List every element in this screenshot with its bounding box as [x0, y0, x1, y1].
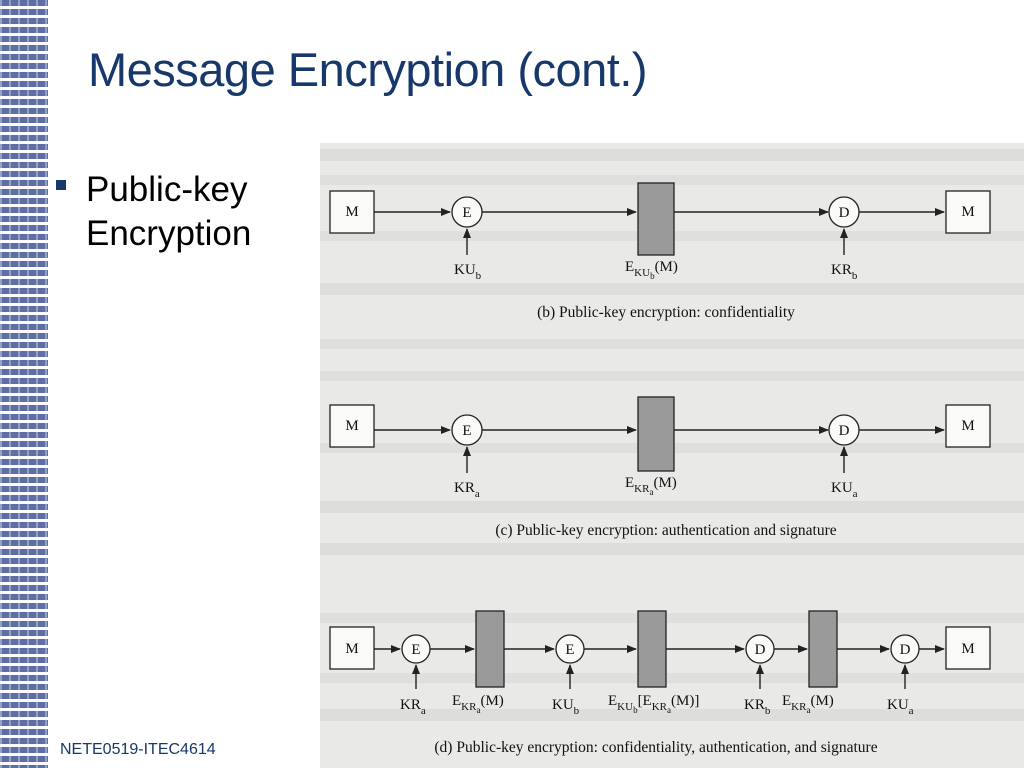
- caption-c: (c) Public-key encryption: authenticatio…: [495, 522, 836, 539]
- message-label: M: [345, 641, 358, 657]
- message-label: M: [345, 418, 358, 434]
- square-bullet-icon: [56, 180, 66, 190]
- ciphertext-block-b: [637, 182, 675, 256]
- ciphertext-block-c: [637, 396, 675, 472]
- encrypt-label: E: [411, 642, 420, 658]
- decrypt-label: D: [755, 642, 766, 658]
- key-label-d1: KRa: [400, 697, 426, 717]
- caption-b: (b) Public-key encryption: confidentiali…: [537, 304, 795, 321]
- caption-d: (d) Public-key encryption: confidentiali…: [434, 739, 877, 756]
- bullet-text: Public-key Encryption: [86, 170, 252, 253]
- message-label: M: [961, 204, 974, 220]
- ciphertext-block-d1: [475, 610, 505, 688]
- public-key-diagram: M E KUb EKUb(M) D KRb M (b) Public-key e…: [320, 143, 1024, 768]
- message-box-c-right: [945, 404, 991, 448]
- decrypt-label: D: [839, 423, 850, 439]
- key-label-d3: KRb: [744, 697, 771, 717]
- key-label-d2: KUb: [552, 697, 580, 717]
- message-label: M: [961, 418, 974, 434]
- key-label-c2: KUa: [831, 480, 858, 500]
- figure-c: M E KRa EKRa(M) D KUa M (c) Public-key e…: [329, 396, 991, 539]
- decrypt-label: D: [900, 642, 911, 658]
- cipher-label-d1: EKRa(M): [452, 693, 504, 715]
- message-label: M: [345, 204, 358, 220]
- encrypt-label: E: [462, 205, 471, 221]
- message-box-b-left: [329, 190, 375, 234]
- key-label-c1: KRa: [454, 480, 480, 500]
- message-label: M: [961, 641, 974, 657]
- encrypt-label: E: [462, 423, 471, 439]
- scanned-figure: M E KUb EKUb(M) D KRb M (b) Public-key e…: [320, 143, 1024, 768]
- ciphertext-block-d2: [637, 610, 667, 688]
- decorative-side-stripe: [0, 0, 48, 768]
- cipher-label-d3: EKRa(M): [782, 693, 834, 715]
- cipher-label-b: EKUb(M): [625, 259, 678, 281]
- key-label-b1: KUb: [454, 262, 482, 282]
- slide-footer: NETE0519-ITEC4614: [60, 741, 216, 758]
- figure-b: M E KUb EKUb(M) D KRb M (b) Public-key e…: [329, 182, 991, 321]
- figure-d: M E KRa EKRa(M) E KUb EKUb[EKRa(M)] D KR…: [329, 610, 991, 756]
- decrypt-label: D: [839, 205, 850, 221]
- ciphertext-block-d3: [808, 610, 838, 688]
- message-box-d-left: [329, 626, 375, 670]
- message-box-d-right: [945, 626, 991, 670]
- cipher-label-d2: EKUb[EKRa(M)]: [608, 693, 699, 715]
- cipher-label-c: EKRa(M): [625, 475, 677, 497]
- encrypt-label: E: [565, 642, 574, 658]
- key-label-b2: KRb: [831, 262, 858, 282]
- message-box-c-left: [329, 404, 375, 448]
- slide-title: Message Encryption (cont.): [88, 43, 648, 96]
- message-box-b-right: [945, 190, 991, 234]
- key-label-d4: KUa: [887, 697, 914, 717]
